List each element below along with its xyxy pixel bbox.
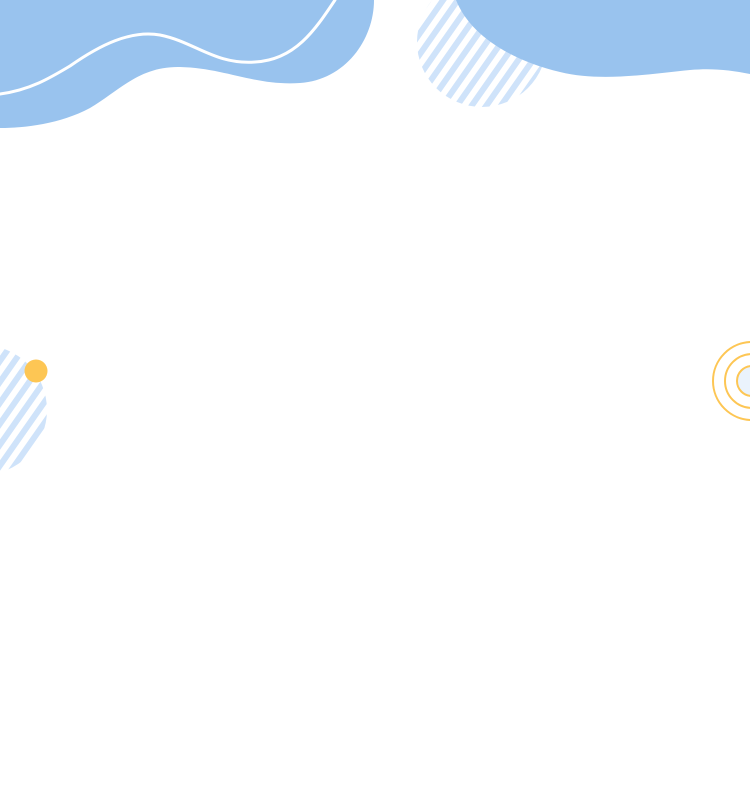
wave-line bbox=[0, 0, 337, 96]
striped-circle-left bbox=[0, 345, 47, 475]
yellow-dot bbox=[24, 359, 48, 383]
concentric-rings-right bbox=[712, 341, 750, 421]
top-left-wave-blob bbox=[0, 0, 374, 128]
top-right-wave-blob bbox=[456, 0, 750, 77]
